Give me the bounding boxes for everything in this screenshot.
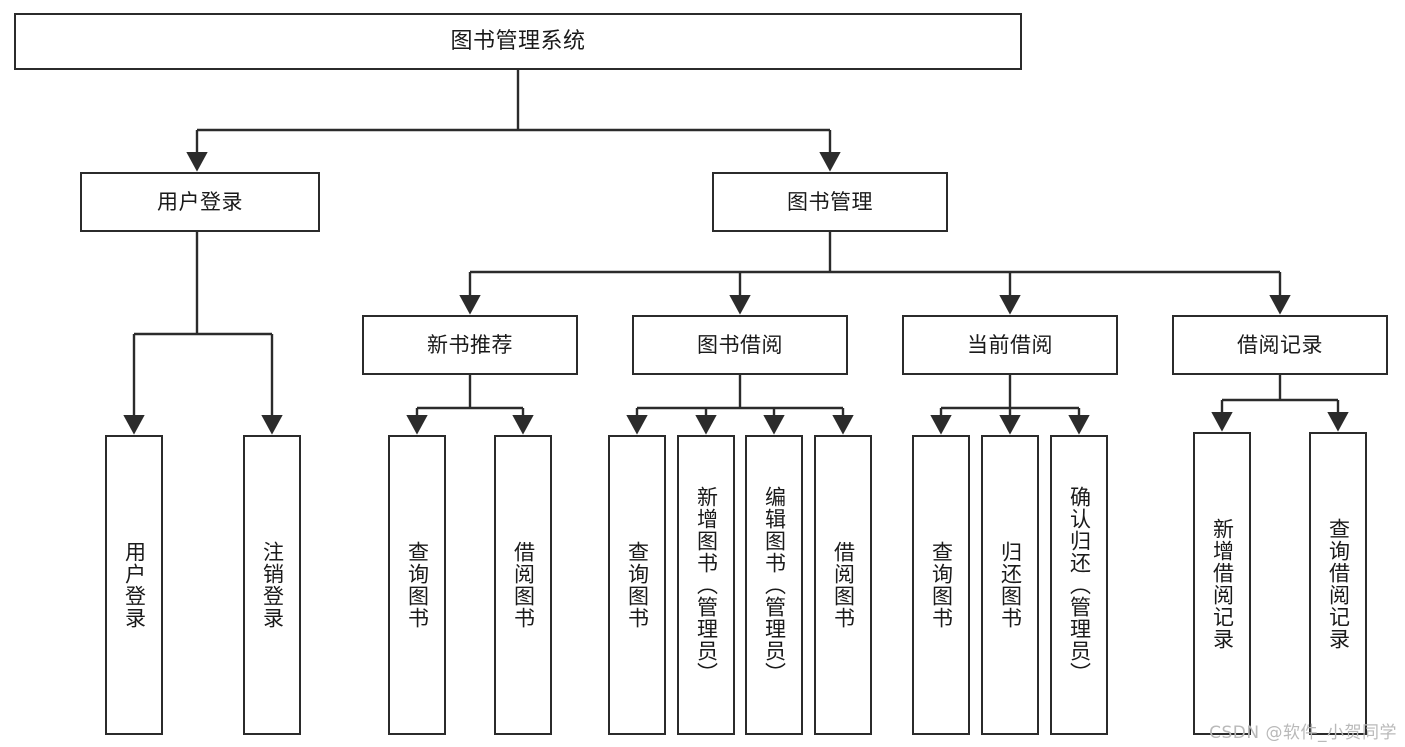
node-leaf-add-record[interactable]: 新增借阅记录 — [1193, 432, 1251, 735]
node-label: 查询借阅记录 — [1326, 517, 1351, 650]
node-leaf-return-book[interactable]: 归还图书 — [981, 435, 1039, 735]
node-leaf-borrow-book-1[interactable]: 借阅图书 — [494, 435, 552, 735]
node-label: 新增借阅记录 — [1210, 517, 1235, 650]
node-label: 新书推荐 — [427, 332, 513, 357]
node-label: 归还图书 — [998, 541, 1023, 629]
node-leaf-borrow-book-2[interactable]: 借阅图书 — [814, 435, 872, 735]
node-label: 图书借阅 — [697, 332, 783, 357]
node-leaf-query-record[interactable]: 查询借阅记录 — [1309, 432, 1367, 735]
node-label: 注销登录 — [260, 541, 285, 629]
node-leaf-query-book-3[interactable]: 查询图书 — [912, 435, 970, 735]
node-label: 当前借阅 — [967, 332, 1053, 357]
node-label: 借阅图书 — [831, 541, 856, 629]
node-label: 图书管理系统 — [450, 28, 586, 54]
node-leaf-query-book-1[interactable]: 查询图书 — [388, 435, 446, 735]
node-label: 确认归还（管理员） — [1067, 486, 1092, 684]
node-borrow-record[interactable]: 借阅记录 — [1172, 315, 1388, 375]
csdn-watermark: CSDN @软件_小贺同学 — [1209, 723, 1397, 743]
node-label: 查询图书 — [929, 541, 954, 629]
node-label: 借阅图书 — [511, 541, 536, 629]
node-leaf-edit-book[interactable]: 编辑图书（管理员） — [745, 435, 803, 735]
node-leaf-confirm-return[interactable]: 确认归还（管理员） — [1050, 435, 1108, 735]
node-user-login[interactable]: 用户登录 — [80, 172, 320, 232]
node-book-borrow[interactable]: 图书借阅 — [632, 315, 848, 375]
node-label: 查询图书 — [405, 541, 430, 629]
node-leaf-query-book-2[interactable]: 查询图书 — [608, 435, 666, 735]
node-leaf-logout-login[interactable]: 注销登录 — [243, 435, 301, 735]
node-label: 借阅记录 — [1237, 332, 1323, 357]
node-leaf-add-book[interactable]: 新增图书（管理员） — [677, 435, 735, 735]
node-new-book-recommend[interactable]: 新书推荐 — [362, 315, 578, 375]
node-label: 用户登录 — [157, 189, 243, 214]
node-current-borrow[interactable]: 当前借阅 — [902, 315, 1118, 375]
node-label: 编辑图书（管理员） — [762, 486, 787, 684]
node-book-manage[interactable]: 图书管理 — [712, 172, 948, 232]
node-label: 图书管理 — [787, 189, 873, 214]
node-label: 用户登录 — [122, 541, 147, 629]
node-label: 新增图书（管理员） — [694, 486, 719, 684]
node-root-system[interactable]: 图书管理系统 — [14, 13, 1022, 70]
node-leaf-user-login[interactable]: 用户登录 — [105, 435, 163, 735]
node-label: 查询图书 — [625, 541, 650, 629]
